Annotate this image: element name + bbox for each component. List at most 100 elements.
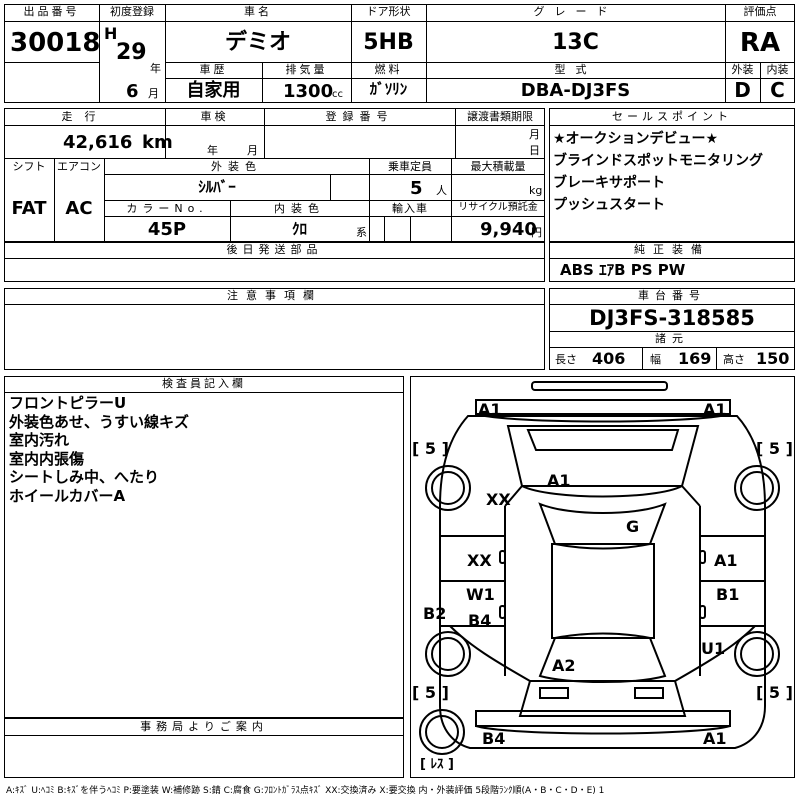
interior-score: C (770, 78, 785, 102)
height-label: 高さ (723, 353, 745, 366)
displacement-label: 排気量 (285, 63, 328, 76)
spare-tire: [ ﾚｽ ] (420, 757, 454, 772)
sales-point: ブラインドスポットモニタリング (553, 153, 763, 169)
capacity-label: 乗車定員 (388, 160, 432, 173)
car-name-label: 車名 (244, 5, 272, 18)
mark-rear-right: A1 (703, 729, 727, 748)
mark-hood: A1 (547, 471, 571, 490)
transfer-day-unit: 日 (529, 144, 540, 157)
color-label: 外装色 (211, 160, 262, 173)
ac: AC (65, 198, 93, 219)
caution-box (4, 288, 545, 370)
grade-label: グレード (533, 5, 618, 18)
chassis-number: DJ3FS-318585 (589, 306, 755, 330)
first-reg-label: 初度登録 (110, 5, 154, 18)
plate-label: 登録番号 (325, 110, 394, 123)
mark-left-sill: B2 (423, 604, 447, 623)
later-parts-box (4, 242, 545, 282)
chassis-box (549, 288, 795, 370)
mark-right-front-door: A1 (714, 551, 738, 570)
history-label: 車歴 (199, 63, 228, 76)
mileage-label: 走行 (61, 110, 108, 123)
load-unit: kg (529, 184, 543, 197)
displacement: 1300 (283, 81, 334, 102)
caution-label: 注意事項欄 (227, 289, 322, 302)
width-label: 幅 (650, 353, 661, 366)
later-parts-label: 後日発送部品 (226, 243, 323, 256)
tire-rear-left: [ 5 ] (412, 683, 449, 702)
grade: 13C (552, 30, 599, 55)
score: RA (739, 28, 781, 58)
sales-point: プッシュスタート (553, 197, 665, 213)
width-value: 169 (678, 349, 712, 368)
color: ｼﾙﾊﾞｰ (198, 178, 236, 196)
history: 自家用 (186, 80, 241, 101)
mark-left-fender: XX (486, 490, 511, 509)
car-diagram-box (410, 376, 795, 778)
mark-left-front-door: XX (467, 551, 492, 570)
intcolor-label: 内装色 (274, 202, 325, 215)
chassis-label: 車台番号 (638, 289, 706, 302)
reg-month-unit: 月 (148, 87, 159, 100)
fuel: ｶﾞｿﾘﾝ (369, 80, 408, 98)
sales-label: セールスポイント (612, 110, 732, 123)
inspector-note: シートしみ中、へたり (9, 468, 160, 486)
mark-rear-left: B4 (482, 729, 506, 748)
inspector-note: ホイールカバーA (9, 486, 126, 505)
legend: A:ｷｽﾞ U:ﾍｺﾐ B:ｷｽﾞを伴うﾍｺﾐ P:要塗装 W:補修跡 S:錆 … (6, 786, 605, 796)
load-label: 最大積載量 (470, 160, 526, 173)
inspector-label: 検査員記入欄 (162, 377, 246, 390)
inspector-note: 室内内張傷 (9, 449, 85, 468)
office-box (4, 718, 404, 778)
fuel-label: 燃料 (374, 63, 403, 76)
mileage-unit: km (142, 132, 173, 153)
header-box (4, 4, 795, 103)
tire-front-left: [ 5 ] (412, 439, 449, 458)
sales-box (549, 108, 795, 242)
mark-roof: A2 (552, 656, 576, 675)
office-label: 事務局よりご案内 (140, 720, 268, 733)
transfer-label: 譲渡書類期限 (467, 110, 533, 123)
inspection-label: 車検 (200, 110, 229, 123)
colorno-label: カラーNo. (126, 202, 208, 215)
shift: FAT (11, 198, 47, 219)
reg-year-unit: 年 (150, 62, 161, 75)
inspector-notes: フロントピラーU 外装色あせ、うすい線キズ 室内汚れ 室内内張傷 シートしみ中、… (9, 394, 189, 505)
displacement-unit: cc (332, 89, 343, 100)
mark-front-right: A1 (703, 400, 727, 419)
exterior-score: D (734, 78, 751, 102)
intcolor: ｸﾛ (291, 220, 307, 238)
length-value: 406 (592, 349, 626, 368)
inspection-year-unit: 年 (207, 144, 218, 157)
capacity-unit: 人 (436, 184, 447, 197)
reg-month: 6 (126, 81, 139, 102)
mark-right-quarter: U1 (701, 639, 726, 658)
capacity: 5 (410, 178, 423, 199)
inspector-note: 外装色あせ、うすい線キズ (9, 412, 190, 431)
interior-label: 内装 (766, 63, 789, 76)
door-label: ドア形状 (366, 5, 411, 18)
score-label: 評価点 (743, 5, 777, 18)
mark-front-left: A1 (478, 400, 502, 419)
vehicle-info-box (4, 108, 545, 242)
mark-left-pillar: B4 (468, 611, 492, 630)
intcolor-unit: 系 (356, 226, 367, 239)
ac-label: エアコン (57, 160, 101, 173)
sales-point: ★オークションデビュー★ (553, 131, 719, 147)
recycle-unit: 円 (531, 226, 542, 239)
mileage: 42,616 (63, 132, 133, 153)
height-value: 150 (756, 349, 790, 368)
door-type: 5HB (363, 30, 414, 55)
length-label: 長さ (555, 353, 577, 366)
inspector-note: 室内汚れ (9, 431, 70, 449)
sales-point: ブレーキサポート (553, 175, 665, 191)
sales-points: ★オークションデビュー★ ブラインドスポットモニタリング ブレーキサポート プッ… (553, 128, 763, 216)
tire-front-right: [ 5 ] (756, 439, 793, 458)
mark-right-rear-door: B1 (716, 585, 740, 604)
inspector-box (4, 376, 404, 718)
car-name: デミオ (224, 30, 291, 55)
era: H (104, 24, 118, 43)
inspector-note: フロントピラーU (9, 394, 127, 412)
car-diagram (419, 381, 780, 755)
mark-left-rear-door: W1 (466, 585, 495, 604)
